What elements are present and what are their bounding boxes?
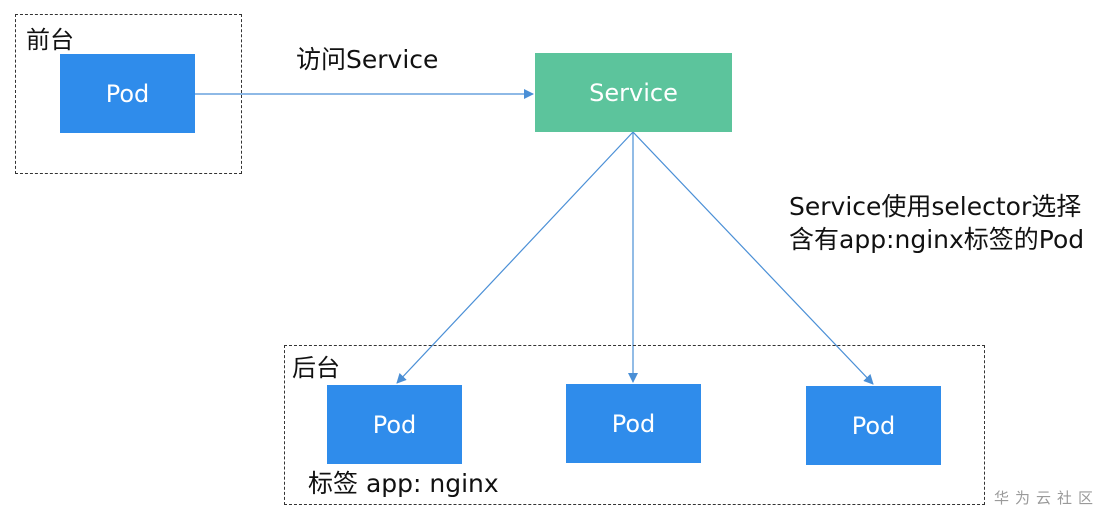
watermark-text: 华为云社区 <box>994 489 1100 507</box>
pod-tag-label: 标签 app: nginx <box>308 469 499 498</box>
service-node[interactable]: Service <box>535 53 732 132</box>
backend-pod-node-3[interactable]: Pod <box>806 386 941 465</box>
selector-label-line1: Service使用selector选择 <box>789 192 1082 221</box>
backend-pod-node-2[interactable]: Pod <box>566 384 701 463</box>
access-service-label: 访问Service <box>296 45 439 74</box>
backend-group-label: 后台 <box>292 354 340 382</box>
frontend-group-label: 前台 <box>26 26 74 54</box>
backend-group <box>284 345 985 505</box>
frontend-group <box>15 14 242 174</box>
backend-pod-node-1[interactable]: Pod <box>327 385 462 464</box>
frontend-pod-node[interactable]: Pod <box>60 54 195 133</box>
selector-label-line2: 含有app:nginx标签的Pod <box>789 225 1085 254</box>
